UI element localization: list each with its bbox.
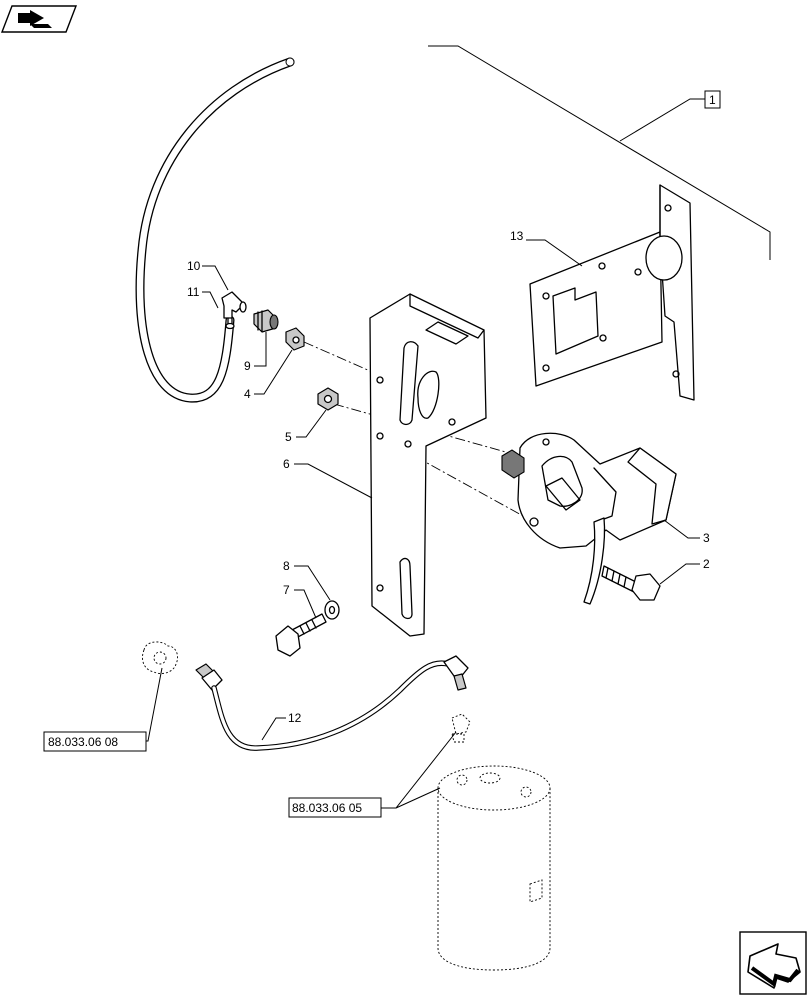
valve-3 xyxy=(501,432,677,605)
callout-1[interactable]: 1 xyxy=(619,90,721,142)
callout-4-label: 4 xyxy=(244,387,251,401)
callout-5-label: 5 xyxy=(285,430,292,444)
phantom-fitting xyxy=(142,641,179,675)
nut-5 xyxy=(317,387,339,411)
reference-a-label: 88.033.06 08 xyxy=(48,735,118,749)
reference-box-b[interactable]: 88.033.06 05 xyxy=(288,731,457,818)
callout-3[interactable]: 3 xyxy=(663,519,710,545)
callout-7-label: 7 xyxy=(283,583,290,597)
callout-13-label: 13 xyxy=(510,229,524,243)
callout-9[interactable]: 9 xyxy=(244,332,267,373)
elbow-fitting-10 xyxy=(221,291,247,330)
callout-10[interactable]: 10 xyxy=(187,259,229,291)
callout-7[interactable]: 7 xyxy=(283,583,317,619)
callout-10-label: 10 xyxy=(187,259,201,273)
callout-1-label: 1 xyxy=(709,93,716,107)
arrow-badge-icon[interactable] xyxy=(0,5,78,33)
mounting-bracket xyxy=(645,184,695,401)
connector-9 xyxy=(253,309,279,333)
brake-line-12 xyxy=(195,655,469,751)
callout-8[interactable]: 8 xyxy=(283,559,331,601)
gasket-13 xyxy=(529,231,663,387)
callout-5[interactable]: 5 xyxy=(285,409,327,444)
callout-11-label: 11 xyxy=(187,285,200,299)
nut-4 xyxy=(285,327,305,351)
bolt-7 xyxy=(275,613,327,657)
callout-3-label: 3 xyxy=(703,531,710,545)
callout-4[interactable]: 4 xyxy=(244,349,293,401)
callout-2-label: 2 xyxy=(703,557,710,571)
callout-6-label: 6 xyxy=(283,457,290,471)
callout-12[interactable]: 12 xyxy=(261,711,302,741)
callout-11[interactable]: 11 xyxy=(187,285,219,309)
phantom-air-tank xyxy=(437,765,551,971)
reference-b-label: 88.033.06 05 xyxy=(292,801,362,815)
callout-12-label: 12 xyxy=(288,711,302,725)
washer-8 xyxy=(324,600,340,620)
phantom-tank-fitting xyxy=(451,713,471,743)
callout-13[interactable]: 13 xyxy=(510,229,583,267)
callout-6[interactable]: 6 xyxy=(283,457,373,499)
next-page-arrow-icon[interactable] xyxy=(739,931,807,995)
callout-8-label: 8 xyxy=(283,559,290,573)
callout-9-label: 9 xyxy=(244,359,251,373)
air-hose xyxy=(135,57,295,403)
plate-6 xyxy=(369,293,487,637)
assembly-boundary xyxy=(428,45,771,260)
reference-box-a[interactable]: 88.033.06 08 xyxy=(43,667,163,752)
bolt-2 xyxy=(601,565,661,601)
callout-2[interactable]: 2 xyxy=(659,557,710,585)
